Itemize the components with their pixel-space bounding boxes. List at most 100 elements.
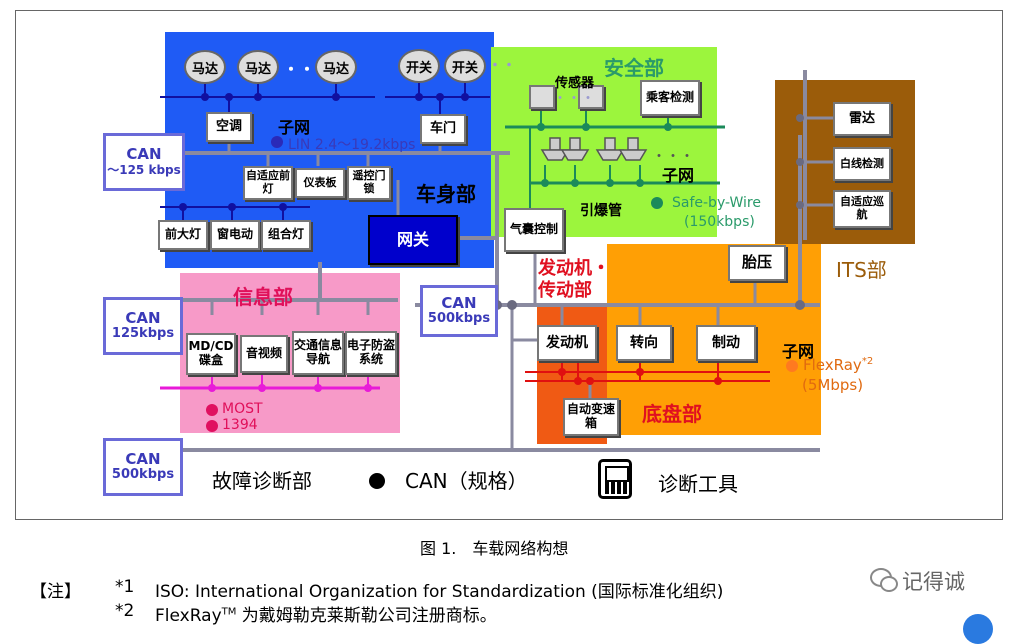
node-dot [796, 114, 804, 122]
node-dot [537, 123, 545, 131]
ieee1394-dot-icon [206, 420, 218, 432]
node-dot [415, 93, 423, 101]
can-label-text: CAN [126, 145, 162, 164]
note-2-rest: 为戴姆勒克莱斯勒公司注册商标。 [236, 606, 497, 626]
sensor-ellipsis: ・・・ [553, 91, 595, 107]
tire-pressure-node: 胎压 [728, 245, 786, 281]
can-label-125k-info: CAN 125kbps [103, 297, 183, 355]
note-2-text: FlexRayTM 为戴姆勒克莱斯勒公司注册商标。 [155, 601, 497, 626]
chassis-department-title: 底盘部 [642, 402, 702, 426]
chassis-subnet-label: 子网 [782, 342, 815, 361]
adaptive-cruise-node: 自适应巡航 [833, 190, 891, 228]
node-dot [558, 368, 566, 376]
figure-caption: 图 1. 车载网络构想 [420, 539, 569, 558]
flexray-dot-icon [786, 360, 798, 372]
note-2-flexray: FlexRay [155, 606, 222, 626]
node-dot [664, 123, 672, 131]
node-dot [571, 179, 579, 187]
node-dot [574, 377, 582, 385]
node-dot [436, 93, 444, 101]
sensor-label: 传感器 [555, 76, 595, 91]
airbag-control-node: 气囊控制 [504, 208, 564, 252]
safety-department-region [491, 47, 717, 237]
flexray-label: FlexRay*2 [803, 356, 873, 374]
powertrain-department-title: 发动机・传动部 [538, 258, 610, 301]
flexray-speed: (5Mbps) [802, 376, 864, 394]
note-1-text: ISO: International Organization for Stan… [155, 582, 724, 602]
can-legend-dot-icon [369, 473, 385, 489]
power-window-node: 窗电动 [210, 220, 260, 250]
info-department-title: 信息部 [233, 285, 293, 309]
switch-node: 开关 [444, 49, 486, 83]
squib-ellipsis: ・・・ [652, 149, 694, 165]
front-lamp-node: 前大灯 [158, 220, 208, 250]
radar-node: 雷达 [833, 102, 891, 136]
lin-dot-icon [271, 136, 283, 148]
ieee1394-label: 1394 [222, 417, 258, 433]
aircon-node: 空调 [206, 112, 252, 142]
adaptive-headlight-node: 自适应前灯 [243, 166, 293, 200]
node-dot [796, 158, 804, 166]
steering-node: 转向 [616, 325, 672, 361]
node-dot [254, 93, 262, 101]
flexray-name: FlexRay [803, 356, 862, 374]
node-dot [258, 384, 266, 392]
can-label-text: CAN [125, 308, 161, 327]
can-label-500k-diag: CAN 500kbps [103, 438, 183, 496]
node-dot [225, 93, 233, 101]
notes-label: 【注】 [30, 582, 81, 602]
anti-theft-node: 电子防盗系统 [345, 331, 397, 375]
mdcd-node: MD/CD碟盒 [186, 333, 236, 375]
lane-detection-node: 白线检测 [833, 147, 891, 181]
safe-by-wire-speed: (150kbps) [684, 214, 755, 230]
node-dot [795, 300, 805, 310]
door-node: 车门 [420, 114, 466, 144]
node-dot [714, 377, 722, 385]
combo-lamp-node: 组合灯 [261, 220, 311, 250]
motor-node: 马达 [315, 50, 357, 84]
navigation-node: 交通信息导航 [292, 331, 344, 375]
wechat-bubble-small [880, 576, 898, 592]
engine-node: 发动机 [537, 325, 597, 361]
can-label-speed: ～125 kbps [107, 162, 181, 177]
brake-node: 制动 [696, 325, 756, 361]
its-department-title: ITS部 [836, 258, 887, 282]
note-2-tm: TM [221, 606, 237, 618]
node-dot [228, 203, 236, 211]
watermark-text: 记得诚 [902, 570, 965, 594]
node-dot [507, 300, 517, 310]
squib-icons [540, 137, 648, 161]
node-dot [636, 179, 644, 187]
node-dot [582, 123, 590, 131]
body-subnet-label: 子网 [278, 118, 311, 137]
can-label-speed: 500kbps [427, 311, 491, 327]
motor-node: 马达 [184, 50, 226, 84]
node-dot [606, 179, 614, 187]
can-legend-label: CAN（规格） [405, 469, 528, 493]
lin-bus-label: LIN 2.4～19.2kbps [288, 137, 416, 153]
flexray-note: *2 [861, 356, 874, 367]
diagnostic-tool-keys [605, 482, 627, 494]
note-2-mark: *2 [115, 601, 135, 621]
most-label: MOST [222, 401, 263, 417]
occupant-detection-node: 乘客检测 [640, 80, 700, 116]
safety-subnet-label: 子网 [662, 166, 695, 185]
diagnostic-department-label: 故障诊断部 [212, 469, 312, 493]
transmission-node: 自动变速箱 [563, 398, 619, 436]
node-dot [364, 384, 372, 392]
node-dot [279, 203, 287, 211]
node-dot [541, 179, 549, 187]
wechat-icon [870, 568, 898, 592]
node-dot [796, 201, 804, 209]
node-dot [461, 93, 469, 101]
can-label-speed: 125kbps [111, 326, 175, 342]
safety-department-title: 安全部 [604, 56, 664, 80]
can-label-speed: 500kbps [111, 467, 175, 483]
diagnostic-tool-screen [605, 466, 629, 482]
av-node: 音视频 [240, 335, 288, 373]
squib-label: 引爆管 [580, 203, 622, 219]
switch-node: 开关 [398, 49, 440, 83]
node-dot [636, 368, 644, 376]
note-1-mark: *1 [115, 577, 135, 597]
can-label-text: CAN [441, 293, 477, 312]
